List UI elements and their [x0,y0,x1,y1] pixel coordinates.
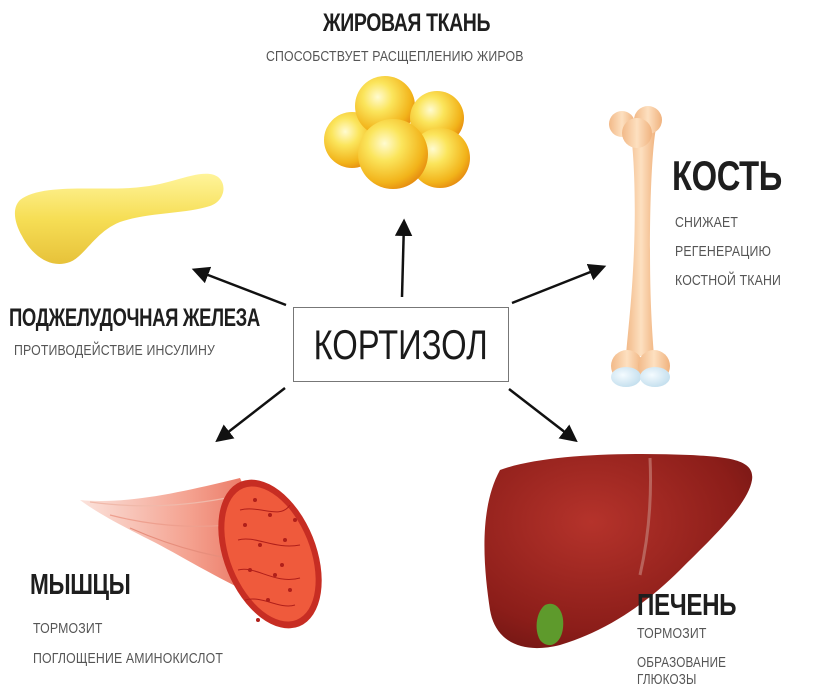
muscle-desc-line-1: ТОРМОЗИТ [33,620,103,637]
cortisol-label: КОРТИЗОЛ [314,321,488,369]
muscle-desc-line-2: ПОГЛОЩЕНИЕ АМИНОКИСЛОТ [33,650,223,667]
muscle-title: МЫШЦЫ [30,569,130,602]
liver-desc-line-2: ОБРАЗОВАНИЕ ГЛЮКОЗЫ [637,654,782,688]
bone-illustration [609,106,670,387]
muscle-illustration [80,464,342,643]
pancreas-illustration [15,174,224,264]
fat-tissue-illustration [324,76,470,189]
fat-desc: СПОСОБСТВУЕТ РАСЩЕПЛЕНИЮ ЖИРОВ [266,48,524,65]
arrow-to-liver [509,389,575,440]
bone-title: КОСТЬ [672,152,782,200]
bone-desc-line-1: СНИЖАЕТ [675,214,738,231]
arrow-to-fat [402,222,404,297]
arrow-to-bone [512,267,603,303]
cortisol-box: КОРТИЗОЛ [293,307,509,382]
liver-title: ПЕЧЕНЬ [637,587,736,623]
fat-title: ЖИРОВАЯ ТКАНЬ [323,9,490,38]
arrow-to-pancreas [195,270,286,305]
bone-desc-line-2: РЕГЕНЕРАЦИЮ [675,243,771,260]
liver-desc-line-1: ТОРМОЗИТ [637,625,707,642]
bone-desc-line-3: КОСТНОЙ ТКАНИ [675,272,781,289]
pancreas-title: ПОДЖЕЛУДОЧНАЯ ЖЕЛЕЗА [9,304,260,333]
pancreas-desc: ПРОТИВОДЕЙСТВИЕ ИНСУЛИНУ [14,342,215,359]
arrow-to-muscle [218,388,285,440]
